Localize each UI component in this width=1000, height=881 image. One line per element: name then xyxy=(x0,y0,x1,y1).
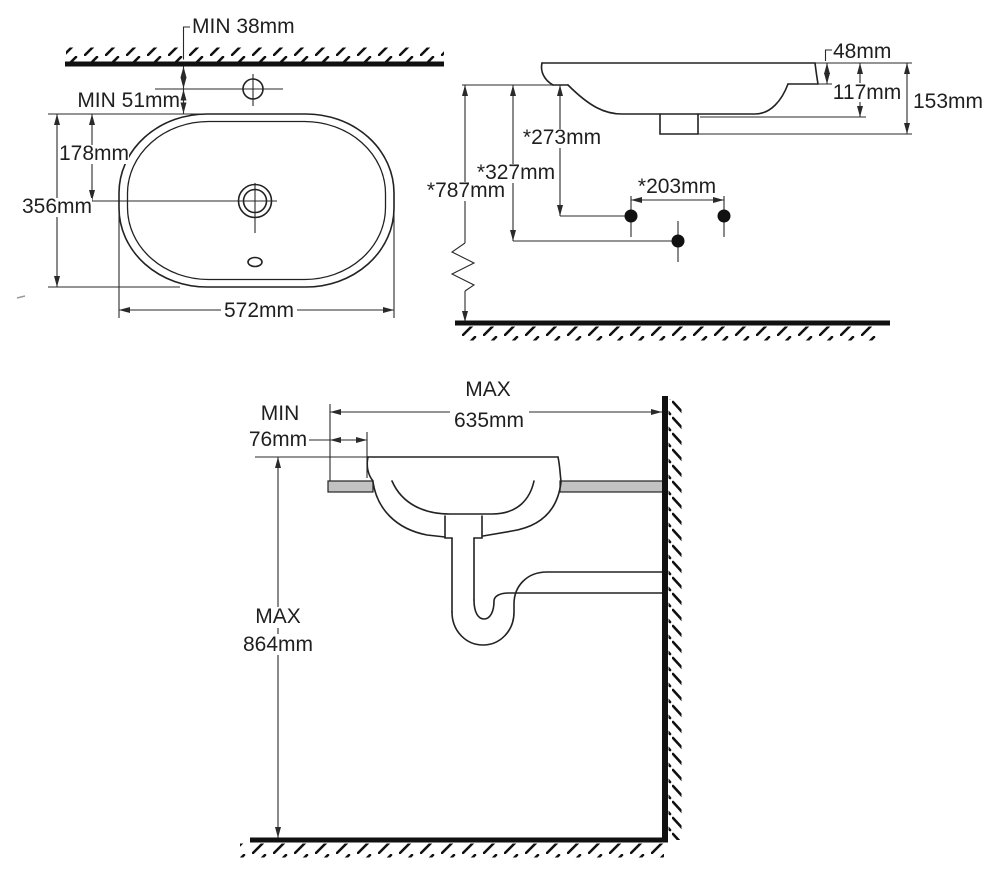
label-787: *787mm xyxy=(427,179,505,202)
p-trap-outer xyxy=(451,571,663,646)
floor-hatching-elevation xyxy=(458,326,882,341)
label-bg-117 xyxy=(832,83,902,102)
overflow-hole xyxy=(247,256,263,268)
label-min: MIN xyxy=(261,402,300,425)
label-bg-356 xyxy=(22,198,92,217)
bowl-shell-front xyxy=(372,481,446,538)
label-bg-787 xyxy=(423,182,509,201)
faucet-hole xyxy=(242,78,264,100)
leader-bracket-48 xyxy=(824,49,832,61)
label-356: 356mm xyxy=(22,195,92,218)
drain-connection-point xyxy=(671,234,685,248)
countertop-rear xyxy=(559,480,664,493)
label-backgrounds xyxy=(22,83,902,655)
floor-hatching-section xyxy=(240,843,664,858)
label-bg-178 xyxy=(59,145,129,164)
label-bg-572 xyxy=(221,300,297,320)
dim-787-break-symbol xyxy=(450,242,476,292)
label-bg-max864 xyxy=(252,607,305,628)
label-bg-864 xyxy=(241,634,316,655)
drain-outer-circle xyxy=(237,183,273,219)
label-153: 153mm xyxy=(913,90,983,113)
basin-outer-rim xyxy=(118,113,395,288)
label-178: 178mm xyxy=(59,142,129,165)
dimension-labels: MIN 38mm MIN 51mm 178mm 356mm 572mm 48mm… xyxy=(22,15,983,656)
label-273: *273mm xyxy=(523,126,601,149)
drain-boss-profile xyxy=(659,113,699,135)
section-view xyxy=(240,396,682,858)
label-203: *203mm xyxy=(638,175,716,198)
supply-connection-left xyxy=(624,209,638,223)
label-bg-635 xyxy=(450,411,529,430)
supply-connection-right xyxy=(717,209,731,223)
rim-right-edge xyxy=(814,62,819,85)
basin-rear-rim-edge xyxy=(557,456,562,482)
label-327: *327mm xyxy=(477,161,555,184)
plan-view xyxy=(16,26,444,318)
basin-front-rim-edge xyxy=(366,456,374,482)
label-bg-327 xyxy=(473,164,559,183)
drain-boss-left xyxy=(444,515,453,539)
countertop-front xyxy=(327,480,374,493)
label-max: MAX xyxy=(465,378,511,401)
label-bg-273 xyxy=(518,129,607,148)
label-635: 635mm xyxy=(454,409,524,432)
bowl-shell-rear xyxy=(482,481,562,537)
label-min-38: MIN 38mm xyxy=(192,15,295,38)
min38-leader-bracket xyxy=(182,26,190,60)
bowl-interior-section xyxy=(391,480,535,515)
wall-hatching xyxy=(66,47,444,62)
label-48: 48mm xyxy=(833,40,891,63)
elevation-view xyxy=(450,49,912,341)
label-864: 864mm xyxy=(243,633,313,656)
drain-inner-circle xyxy=(242,188,268,214)
stray-mark xyxy=(16,295,26,299)
rim-left-edge xyxy=(540,62,554,86)
wall-hatching-section xyxy=(668,399,682,840)
label-76: 76mm xyxy=(249,428,307,451)
bowl-profile xyxy=(567,83,789,115)
label-max-height: MAX xyxy=(255,605,301,628)
drain-boss-right xyxy=(473,515,483,539)
basin-inner-rim xyxy=(126,120,387,281)
label-min-51: MIN 51mm xyxy=(77,89,180,112)
label-572: 572mm xyxy=(224,299,294,322)
label-117: 117mm xyxy=(833,81,901,104)
p-trap-inner xyxy=(473,592,663,620)
